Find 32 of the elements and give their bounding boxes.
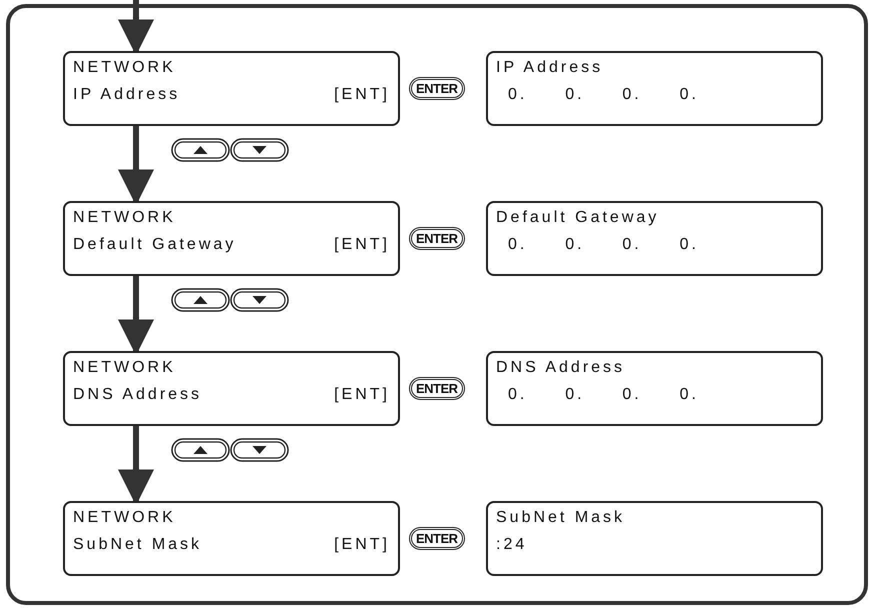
display-text: [ENT] (334, 386, 390, 404)
lcd-display-box (486, 351, 823, 426)
display-text: NETWORK (73, 59, 176, 77)
display-text: 0. 0. 0. 0. (507, 386, 699, 404)
enter-key: ENTER (409, 227, 465, 250)
display-text: IP Address (496, 59, 604, 77)
display-text: NETWORK (73, 359, 176, 377)
display-text: [ENT] (334, 86, 390, 104)
display-text: Default Gateway (496, 209, 660, 227)
display-text: [ENT] (334, 536, 390, 554)
display-text: 0. 0. 0. 0. (507, 236, 699, 254)
lcd-display-box (486, 51, 823, 126)
display-text: NETWORK (73, 509, 176, 527)
display-text: SubNet Mask (496, 509, 626, 527)
lcd-display-box (486, 201, 823, 276)
enter-key: ENTER (409, 377, 465, 400)
display-text: :24 (496, 536, 528, 554)
enter-key: ENTER (409, 77, 465, 100)
lcd-display-box (63, 51, 400, 126)
lcd-display-box (486, 501, 823, 576)
enter-key: ENTER (409, 527, 465, 550)
display-text: Default Gateway (73, 236, 236, 254)
display-text: 0. 0. 0. 0. (507, 86, 699, 104)
display-text: SubNet Mask (73, 536, 202, 554)
lcd-display-box (63, 351, 400, 426)
lcd-display-box (63, 201, 400, 276)
display-text: NETWORK (73, 209, 176, 227)
display-text: DNS Address (496, 359, 626, 377)
display-text: [ENT] (334, 236, 390, 254)
lcd-display-box (63, 501, 400, 576)
display-text: DNS Address (73, 386, 202, 404)
display-text: IP Address (73, 86, 180, 104)
